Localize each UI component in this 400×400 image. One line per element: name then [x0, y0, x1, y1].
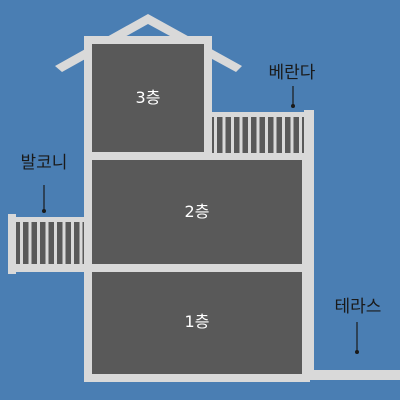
veranda-railing [208, 110, 314, 374]
balcony-baluster [71, 222, 74, 264]
veranda-baluster [222, 117, 226, 153]
floor-3-label: 3층 [136, 88, 161, 107]
balcony-baluster [54, 222, 57, 264]
balcony-baluster [45, 222, 49, 264]
veranda-baluster [282, 117, 285, 153]
floor-1-room [84, 264, 310, 382]
floor-2-label: 2층 [185, 202, 210, 221]
veranda-label: 베란다 [269, 63, 316, 83]
balcony-baluster [37, 222, 40, 264]
veranda-baluster [248, 117, 251, 153]
veranda-baluster [265, 117, 268, 153]
veranda-baluster [239, 117, 243, 153]
veranda-baluster [214, 117, 217, 153]
balcony-baluster [79, 222, 83, 264]
balcony-railing [8, 214, 88, 274]
floor-1-label: 1층 [185, 312, 210, 331]
balcony-baluster [62, 222, 66, 264]
balcony-baluster [28, 222, 32, 264]
terrace-label: 테라스 [335, 297, 382, 317]
veranda-baluster [290, 117, 294, 153]
balcony-label: 발코니 [21, 153, 68, 173]
balcony-baluster [20, 222, 23, 264]
floor-2-room [84, 152, 310, 272]
veranda-baluster [273, 117, 277, 153]
veranda-baluster [231, 117, 234, 153]
terrace-deck [306, 370, 400, 380]
veranda-baluster [299, 117, 302, 153]
veranda-baluster [256, 117, 260, 153]
floor-3-room [84, 36, 212, 160]
